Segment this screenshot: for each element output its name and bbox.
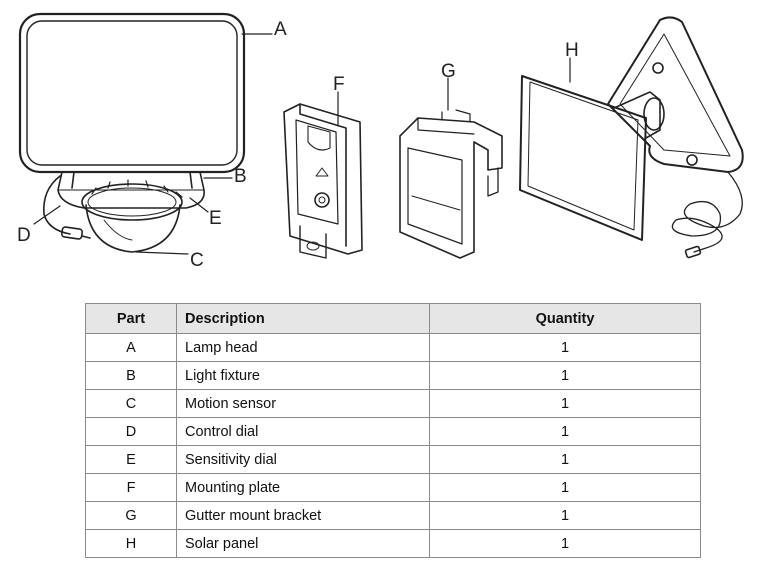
table-row: G Gutter mount bracket 1 bbox=[85, 501, 701, 530]
callout-d: D bbox=[17, 225, 31, 246]
header-part: Part bbox=[85, 303, 177, 334]
quantity-cell: 1 bbox=[429, 333, 701, 362]
callout-e: E bbox=[209, 208, 222, 229]
quantity-cell: 1 bbox=[429, 445, 701, 474]
part-cell: C bbox=[85, 389, 177, 418]
table-row: B Light fixture 1 bbox=[85, 361, 701, 390]
description-cell: Light fixture bbox=[176, 361, 430, 390]
part-cell: A bbox=[85, 333, 177, 362]
mounting-plate-drawing bbox=[283, 91, 363, 259]
solar-panel-drawing bbox=[519, 16, 744, 259]
table-row: F Mounting plate 1 bbox=[85, 473, 701, 502]
table-row: D Control dial 1 bbox=[85, 417, 701, 446]
quantity-cell: 1 bbox=[429, 417, 701, 446]
header-description: Description bbox=[176, 303, 430, 334]
lamp-head-drawing bbox=[18, 12, 246, 253]
callout-a: A bbox=[274, 19, 287, 40]
parts-illustration: A B C D E F G H bbox=[17, 12, 744, 271]
quantity-cell: 1 bbox=[429, 389, 701, 418]
callout-c: C bbox=[190, 250, 204, 271]
part-cell: F bbox=[85, 473, 177, 502]
callout-g: G bbox=[441, 61, 456, 82]
callout-b: B bbox=[234, 166, 247, 187]
table-row: E Sensitivity dial 1 bbox=[85, 445, 701, 474]
callout-labels: A B C D E F G H bbox=[17, 19, 579, 271]
description-cell: Motion sensor bbox=[176, 389, 430, 418]
description-cell: Lamp head bbox=[176, 333, 430, 362]
gutter-bracket-drawing bbox=[399, 77, 503, 259]
quantity-cell: 1 bbox=[429, 473, 701, 502]
callout-h: H bbox=[565, 40, 579, 61]
description-cell: Mounting plate bbox=[176, 473, 430, 502]
description-cell: Control dial bbox=[176, 417, 430, 446]
part-cell: D bbox=[85, 417, 177, 446]
quantity-cell: 1 bbox=[429, 361, 701, 390]
quantity-cell: 1 bbox=[429, 529, 701, 558]
table-row: A Lamp head 1 bbox=[85, 333, 701, 362]
part-cell: E bbox=[85, 445, 177, 474]
quantity-cell: 1 bbox=[429, 501, 701, 530]
header-quantity: Quantity bbox=[429, 303, 701, 334]
table-row: C Motion sensor 1 bbox=[85, 389, 701, 418]
description-cell: Gutter mount bracket bbox=[176, 501, 430, 530]
part-cell: B bbox=[85, 361, 177, 390]
description-cell: Solar panel bbox=[176, 529, 430, 558]
part-cell: H bbox=[85, 529, 177, 558]
lamp-leader-lines bbox=[33, 33, 273, 255]
parts-table: Part Description Quantity A Lamp head 1 … bbox=[85, 303, 701, 558]
part-cell: G bbox=[85, 501, 177, 530]
table-header-row: Part Description Quantity bbox=[85, 303, 701, 334]
callout-f: F bbox=[333, 74, 345, 95]
table-row: H Solar panel 1 bbox=[85, 529, 701, 558]
description-cell: Sensitivity dial bbox=[176, 445, 430, 474]
